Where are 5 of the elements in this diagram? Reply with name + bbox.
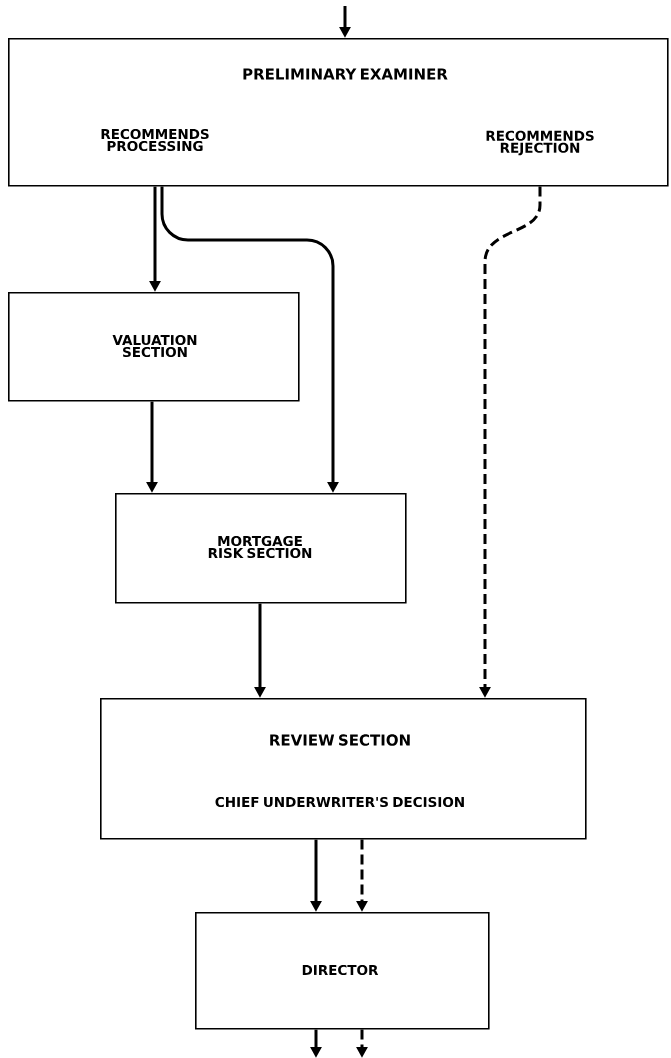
process-box: VALUATION SECTION (8, 292, 300, 402)
process-box: REVIEW SECTION CHIEF UNDERWRITER'S DECISION (100, 698, 587, 840)
process-box: PRELIMINARY EXAMINER RECOMMENDS PROCESSING RECOMMENDS REJECTION (8, 38, 669, 187)
process-box: DIRECTOR (195, 912, 490, 1030)
process-box: MORTGAGE RISK SECTION (115, 493, 407, 604)
